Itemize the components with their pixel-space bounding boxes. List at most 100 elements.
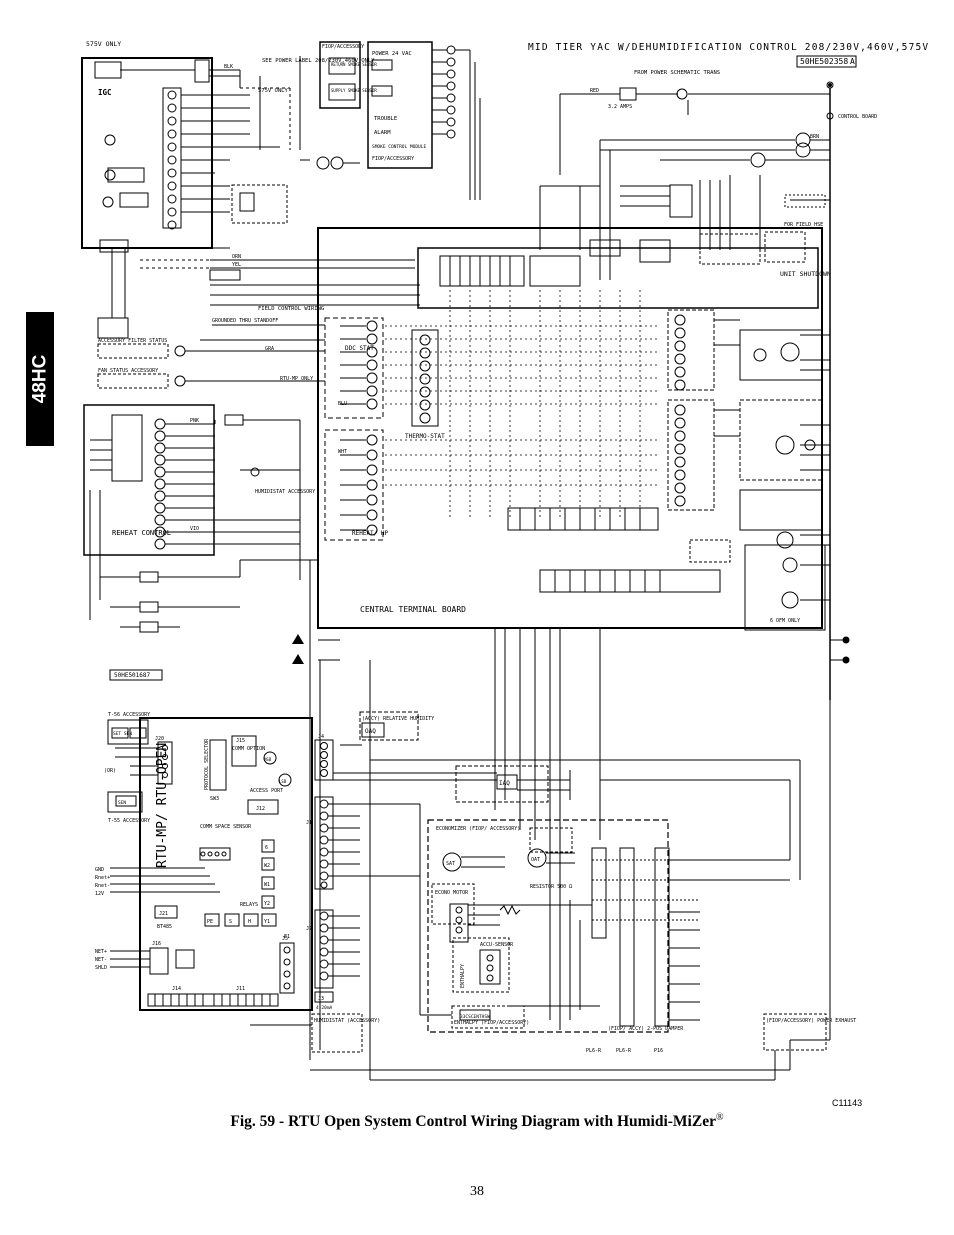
conn-j14: J14 xyxy=(172,986,181,992)
ofm-note: 6 OFM ONLY xyxy=(770,618,800,624)
conn-j12: J12 xyxy=(256,806,265,812)
igc-label: IGC xyxy=(98,88,112,97)
iaq-label: IAQ xyxy=(499,780,510,787)
humidistat-label: HUMIDISTAT (ACCESSORY) xyxy=(314,1018,380,1024)
wire-color-blk: BLK xyxy=(224,64,233,70)
side-tab-label: 48HC xyxy=(29,354,51,404)
comm-space-sensor: COMM SPACE SENSOR xyxy=(200,824,252,830)
comm-option: COMM OPTION xyxy=(232,746,265,752)
t55-label: T-55 ACCESSORY xyxy=(108,818,150,824)
conn-j16: J16 xyxy=(152,941,161,947)
accessory-filter-label: ACCESSORY FILTER STATUS xyxy=(98,338,167,344)
t56-label: T-56 ACCESSORY xyxy=(108,712,150,718)
j2-lower-terminals xyxy=(319,911,360,981)
bacnet-rnet-minus: Rnet- xyxy=(95,883,110,889)
side-tab: 48HC xyxy=(26,312,54,446)
figure-caption: Fig. 59 - RTU Open System Control Wiring… xyxy=(0,1112,954,1131)
thermostat-label: THERMO-STAT xyxy=(405,433,445,440)
power-exhaust-label: (FIOP/ACCESSORY) POWER EXHAUST xyxy=(766,1018,856,1024)
power-24vac: POWER 24 VAC xyxy=(372,51,412,57)
wire-color-pnk: PNK xyxy=(190,418,199,424)
reheat-hp-label: REHEAT/ HP xyxy=(352,530,389,537)
relay-pe: PE xyxy=(207,919,213,925)
accu-sensor-label: ACCU-SENSOR xyxy=(480,942,514,948)
economizer-label: ECONOMIZER (FIOP/ ACCESSORY) xyxy=(436,826,520,832)
relay-s: S xyxy=(229,919,232,925)
power-label-note: SEE POWER LABEL 208/230V,460V ONLY xyxy=(262,58,375,64)
t56-accessory xyxy=(107,719,149,745)
or-label: (OR) xyxy=(104,768,116,774)
plug-p16: P16 xyxy=(654,1048,663,1054)
oat-label: OAT xyxy=(531,857,540,863)
bacnet-rnet-plus: Rnet+ xyxy=(95,875,110,881)
figure-caption-text: Fig. 59 - RTU Open System Control Wiring… xyxy=(230,1113,716,1131)
net-plus: NET+ xyxy=(95,949,107,955)
ctb-top-terminals xyxy=(439,231,806,287)
wire-color-gra: GRA xyxy=(265,346,274,352)
relay-6: 6 xyxy=(265,845,268,851)
econo-motor-label: ECONO MOTOR xyxy=(435,890,469,896)
sensor-part-label: 33CSCENTHSW xyxy=(460,1014,490,1020)
damper-label: (FIOP/ ACCY) 2-POS DAMPER xyxy=(608,1026,684,1032)
central-terminal-board xyxy=(317,227,823,629)
smoke-fiop-label: FIOP/ACCESSORY xyxy=(322,44,364,50)
wire-color-orn: ORN xyxy=(232,254,241,260)
conn-j4: J4 xyxy=(318,734,324,740)
bacnet-gnd: GND xyxy=(95,867,104,873)
relay-h: H xyxy=(248,919,251,925)
lsb-label: LSB xyxy=(279,779,287,784)
smoke-terminals xyxy=(432,45,456,139)
protocol-selector: PROTOCOL SELECTOR xyxy=(204,738,210,790)
smoke-module-label: SMOKE CONTROL MODULE xyxy=(372,144,426,150)
board-title: RTU-MP/ RTU-OPEN xyxy=(155,743,170,868)
voltage-note: 575V ONLY xyxy=(86,40,121,48)
conn-j2: J2 xyxy=(306,926,312,932)
field-control-wiring: FIELD CONTROL WIRING xyxy=(258,306,324,312)
clo1-comp1 xyxy=(667,309,715,391)
reheat-control-board xyxy=(83,404,215,556)
ddc-lower-strip-1 xyxy=(507,507,659,531)
rtu-mp-only: RTU-MP ONLY xyxy=(280,376,313,382)
t55-accessory xyxy=(107,791,143,813)
fan-status-label: FAN STATUS ACCESSORY xyxy=(98,368,158,374)
sat-label: SAT xyxy=(446,861,455,867)
clo2-comp2 xyxy=(667,399,715,511)
igc-board xyxy=(81,57,213,249)
zona-label: 4-20mA xyxy=(316,1005,333,1011)
relay-f1: F1 xyxy=(284,934,290,940)
drawing-number: 50HE502358 xyxy=(800,57,848,66)
from-power-trans: FROM POWER SCHEMATIC TRANS xyxy=(634,70,720,76)
rtu-mp-board xyxy=(139,717,313,1011)
conn-j21: J21 xyxy=(159,911,168,917)
resistor-label: RESISTOR 500 Ω xyxy=(530,884,572,890)
conn-j20: J20 xyxy=(155,736,164,742)
net-minus: NET- xyxy=(95,957,107,963)
conn-j1: J1 xyxy=(306,820,312,826)
grounded-standoff: GROUNDED THRU STANDOFF xyxy=(212,318,278,324)
access-port: ACCESS PORT xyxy=(250,788,283,794)
return-smoke-label: RETURN SMOKE SENSOR xyxy=(331,62,377,67)
relative-humidity-label: (ACCY) RELATIVE HUMIDITY xyxy=(362,716,434,722)
relays-label: RELAYS xyxy=(240,902,258,908)
msb-label: MSB xyxy=(264,757,272,762)
registered-mark: ® xyxy=(715,1112,724,1123)
supply-smoke-label: SUPPLY SMOKE SENSOR xyxy=(331,88,377,93)
upper-title: MID TIER YAC W/DEHUMIDIFICATION CONTROL … xyxy=(528,42,929,53)
thermostat-terminals xyxy=(419,334,431,424)
oaq-label: OAQ xyxy=(365,728,376,735)
reheat-hp-terminals xyxy=(340,434,378,536)
relay-w2: W2 xyxy=(264,863,270,869)
lower-drawing-number: 50HE501687 xyxy=(114,672,151,679)
net-shld: SHLD xyxy=(95,965,107,971)
plug-pl6r-2: PL6-R xyxy=(616,1048,632,1054)
plug-pl6r-1: PL6-R xyxy=(586,1048,602,1054)
conn-j5: J5 xyxy=(282,936,288,942)
smoke-fiop-accessory: FIOP/ACCESSORY xyxy=(372,156,414,162)
enthalpy-fiop-label: ENTHALPY (FIOP/ACCESSORY) xyxy=(454,1020,529,1026)
control-terminal-strip xyxy=(417,247,819,309)
for-field-hse: FOR FIELD HSE xyxy=(784,222,823,228)
conn-j15: J15 xyxy=(236,738,245,744)
relay-y1: Y1 xyxy=(264,919,270,925)
alarm-label: ALARM xyxy=(374,130,391,136)
